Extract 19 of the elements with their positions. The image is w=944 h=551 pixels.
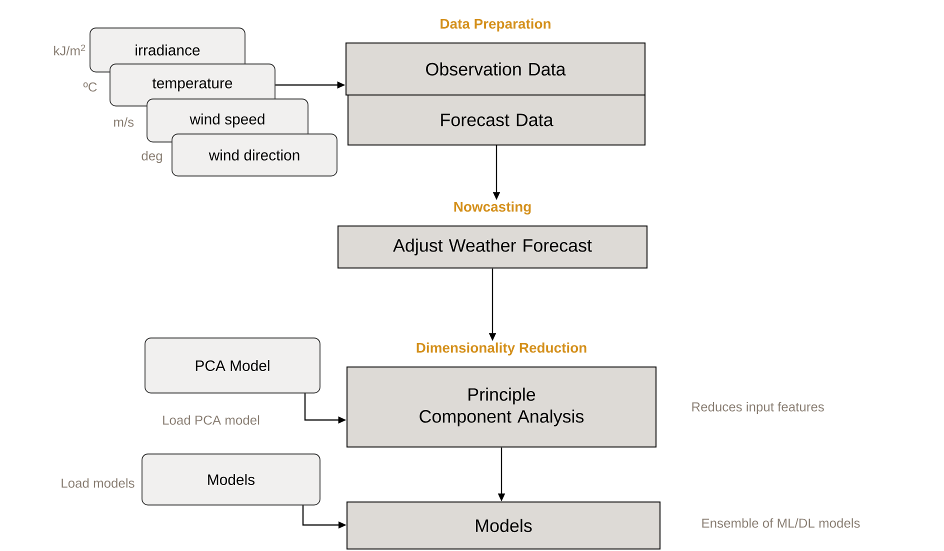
process-box: Observation Data	[346, 42, 646, 96]
input-box: Models	[142, 454, 320, 506]
input-box: PCA Model	[144, 338, 320, 394]
process-box: Principle Component Analysis	[346, 366, 656, 448]
edge-label: Load PCA model	[163, 415, 260, 425]
process-box: Models	[346, 502, 660, 550]
section-heading: Nowcasting	[454, 201, 531, 215]
annotation: kJ/m$^{2}$	[54, 44, 86, 56]
input-box: wind direction	[172, 134, 338, 176]
annotation: Ensemble of ML/DL models	[702, 518, 860, 528]
annotation: deg	[142, 150, 162, 164]
annotation: m/s	[114, 117, 134, 127]
section-heading: Data Preparation	[440, 18, 550, 32]
annotation: Load models	[62, 478, 134, 488]
process-box: Adjust Weather Forecast	[338, 226, 648, 268]
section-heading: Dimensionality Reduction	[416, 342, 586, 356]
annotation: ºC	[83, 82, 97, 92]
annotation: Reduces input features	[692, 402, 824, 414]
process-box: Forecast Data	[348, 94, 646, 146]
